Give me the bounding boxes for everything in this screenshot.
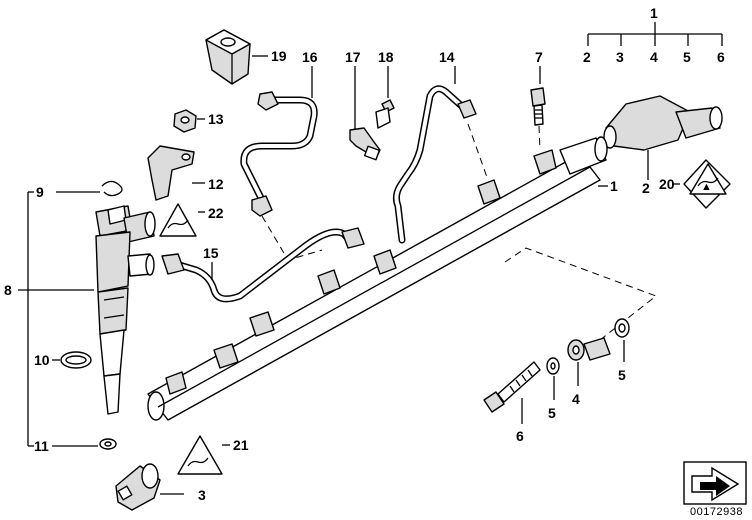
- callout-17: 17: [345, 49, 361, 65]
- callout-21: 21: [233, 437, 249, 453]
- callout-6-bolt: 6: [516, 428, 524, 444]
- callout-22: 22: [208, 205, 224, 221]
- warning-triangle-21: [177, 435, 223, 475]
- dashed-leader-7: [538, 125, 541, 151]
- part-12-clamp: [147, 145, 195, 201]
- callout-11: 11: [34, 438, 49, 454]
- callout-1-top: 1: [650, 5, 658, 21]
- callout-13: 13: [208, 111, 224, 127]
- warning-triangle-20: ▲: [683, 159, 731, 209]
- callout-5-a: 5: [548, 405, 556, 421]
- callout-4-b: 4: [572, 391, 580, 407]
- callout-3-sensor: 3: [198, 487, 206, 503]
- callout-2-valve: 2: [642, 180, 650, 196]
- part-4-banjo-fitting: [567, 337, 611, 361]
- callout-5-b: 5: [618, 367, 626, 383]
- callout-18: 18: [378, 49, 394, 65]
- part-1-fuel-rail: [147, 136, 608, 421]
- callout-6-top: 6: [717, 49, 725, 65]
- callout-9: 9: [36, 184, 44, 200]
- part-2-pressure-valve: [603, 95, 723, 151]
- part-5-washer-a: [546, 357, 560, 375]
- part-6-hollow-bolt: [483, 361, 541, 413]
- svg-text:▲: ▲: [701, 181, 712, 193]
- part-8-injector: [95, 205, 156, 415]
- callout-19: 19: [271, 48, 287, 64]
- part-7-bolt: [530, 87, 546, 126]
- part-11-washer: [99, 438, 117, 450]
- callout-1-rail: 1: [610, 178, 618, 194]
- callout-bracket-1-group: [587, 22, 723, 46]
- part-3-sensor: [115, 463, 161, 511]
- part-15-pipe: [161, 227, 365, 303]
- callout-14: 14: [439, 49, 455, 65]
- callout-15: 15: [203, 245, 219, 261]
- diagram-reference-number: 00172938: [690, 506, 743, 518]
- callout-bracket-8: [18, 191, 94, 447]
- callout-7: 7: [535, 49, 543, 65]
- callout-2-top: 2: [583, 49, 591, 65]
- callout-10: 10: [34, 352, 50, 368]
- part-18-fitting: [375, 99, 395, 129]
- callout-4-top: 4: [650, 49, 658, 65]
- callout-12: 12: [208, 176, 224, 192]
- part-17-bracket: [349, 127, 381, 161]
- callout-20: 20: [659, 176, 675, 192]
- part-19-clip: [205, 29, 251, 85]
- callout-5-top: 5: [683, 49, 691, 65]
- callout-3-top: 3: [616, 49, 624, 65]
- part-9-clip: [101, 180, 123, 197]
- part-14-pipe: [392, 85, 477, 244]
- callout-16: 16: [302, 49, 318, 65]
- dashed-leader-14: [467, 123, 489, 181]
- dashed-leader-rail-valve: [504, 247, 658, 341]
- part-16-pipe: [240, 91, 318, 217]
- diagram-logo-box: [683, 461, 747, 505]
- part-10-o-ring: [60, 351, 92, 369]
- part-13-nut: [173, 109, 197, 133]
- part-5-washer-b: [614, 318, 630, 338]
- warning-triangle-22: [159, 203, 197, 237]
- callout-8: 8: [4, 282, 12, 298]
